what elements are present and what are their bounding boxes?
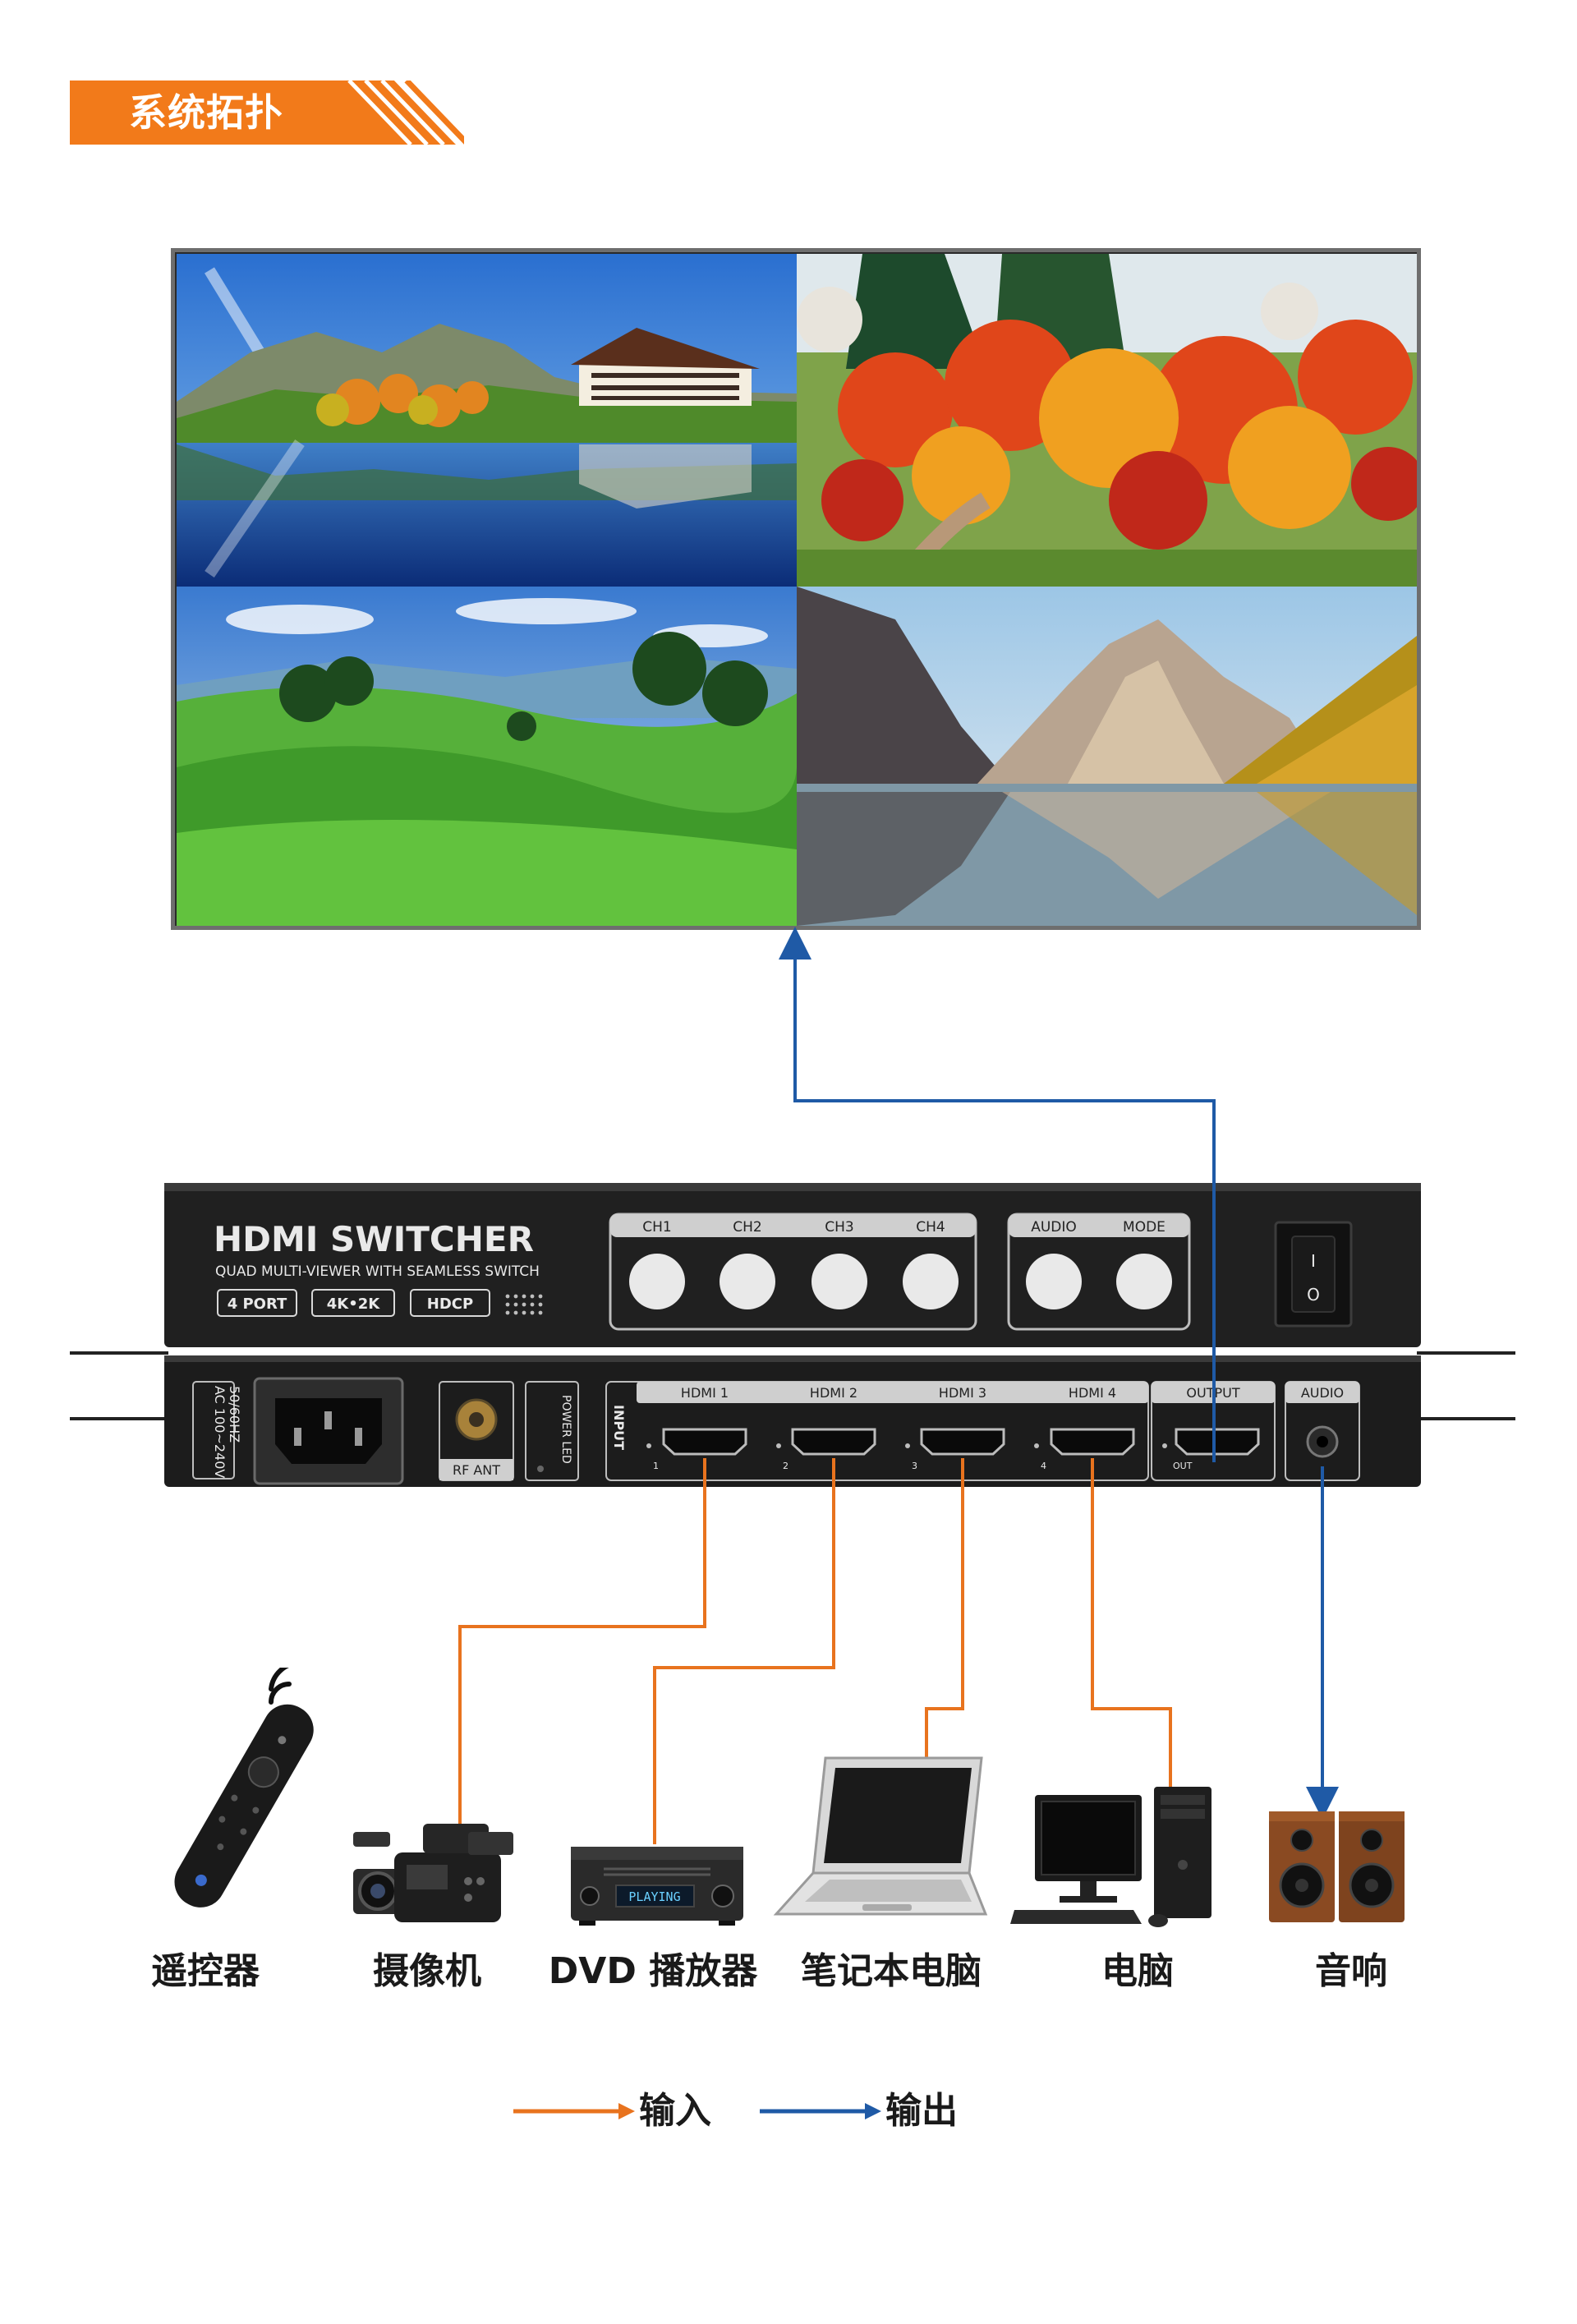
hdmi2-label: HDMI 2 bbox=[810, 1385, 857, 1401]
hdmi4-label: HDMI 4 bbox=[1069, 1385, 1116, 1401]
quad-view-display bbox=[171, 248, 1421, 930]
ch2-button[interactable] bbox=[720, 1254, 775, 1309]
hdmi4-port[interactable] bbox=[1050, 1428, 1135, 1456]
mode-button[interactable] bbox=[1116, 1254, 1172, 1309]
brand-title: HDMI SWITCHER bbox=[214, 1219, 534, 1259]
power-rating-line1: AC 100~240V bbox=[212, 1386, 228, 1478]
ch3-label: CH3 bbox=[825, 1219, 853, 1236]
rf-ant-label: RF ANT bbox=[453, 1462, 500, 1478]
audio-out-label: AUDIO bbox=[1301, 1385, 1344, 1401]
input-number-1: 1 bbox=[653, 1461, 659, 1471]
ch3-button[interactable] bbox=[811, 1254, 867, 1309]
legend-input-label: 输入 bbox=[639, 2090, 711, 2132]
page-title: 系统拓扑 bbox=[129, 90, 283, 135]
badge-hdcp: HDCP bbox=[427, 1295, 473, 1313]
desktop-computer-icon bbox=[1010, 1787, 1211, 1927]
title-banner bbox=[70, 81, 464, 145]
autumn-forest-image bbox=[797, 254, 1417, 587]
input-number-2: 2 bbox=[783, 1461, 788, 1471]
input-number-3: 3 bbox=[912, 1461, 917, 1471]
label-remote-control: 遥控器 bbox=[151, 1950, 260, 1992]
hdmi1-label: HDMI 1 bbox=[681, 1385, 729, 1401]
ch1-label: CH1 bbox=[642, 1219, 671, 1236]
green-hills-image bbox=[177, 587, 797, 926]
laptop-icon bbox=[773, 1756, 988, 1916]
dvd-player-icon: PLAYING bbox=[571, 1847, 743, 1926]
label-dvd-player: DVD 播放器 bbox=[548, 1950, 758, 1992]
label-camera: 摄像机 bbox=[373, 1950, 481, 1992]
mountain-lake-image bbox=[797, 587, 1417, 926]
speakers-icon bbox=[1269, 1811, 1405, 1922]
ch4-button[interactable] bbox=[903, 1254, 959, 1309]
audio-button-label: AUDIO bbox=[1031, 1219, 1077, 1236]
hdmi3-label: HDMI 3 bbox=[939, 1385, 986, 1401]
label-speakers: 音响 bbox=[1315, 1950, 1387, 1992]
hdmi-output-port[interactable] bbox=[1175, 1428, 1260, 1456]
audio-button[interactable] bbox=[1026, 1254, 1082, 1309]
dvd-display-text: PLAYING bbox=[628, 1889, 680, 1904]
ch4-label: CH4 bbox=[916, 1219, 945, 1236]
input-label: INPUT bbox=[611, 1405, 627, 1450]
video-camera-icon bbox=[353, 1824, 513, 1922]
output-port-label: OUT bbox=[1173, 1461, 1193, 1471]
dvd-input-line bbox=[653, 1458, 835, 1844]
ch2-label: CH2 bbox=[733, 1219, 761, 1236]
output-to-display-line bbox=[779, 927, 1216, 1462]
mode-button-label: MODE bbox=[1123, 1219, 1166, 1236]
brand-subtitle: QUAD MULTI-VIEWER WITH SEAMLESS SWITCH bbox=[215, 1263, 540, 1280]
legend-output-arrow bbox=[760, 2103, 881, 2119]
ch1-button[interactable] bbox=[629, 1254, 685, 1309]
input-number-4: 4 bbox=[1041, 1461, 1046, 1471]
label-computer: 电脑 bbox=[1101, 1950, 1174, 1992]
badge-4-port: 4 PORT bbox=[228, 1295, 287, 1313]
computer-input-line bbox=[1091, 1458, 1172, 1791]
power-led bbox=[537, 1466, 544, 1472]
hdmi3-port[interactable] bbox=[920, 1428, 1005, 1456]
label-laptop: 笔记本电脑 bbox=[801, 1950, 982, 1992]
legend-output-label: 输出 bbox=[885, 2090, 958, 2132]
hdmi1-port[interactable] bbox=[662, 1428, 747, 1456]
camera-input-line bbox=[458, 1458, 706, 1824]
remote-control-icon bbox=[174, 1668, 314, 1908]
power-switch-on: I bbox=[1311, 1251, 1316, 1271]
legend-input-arrow bbox=[513, 2103, 635, 2119]
power-led-label: POWER LED bbox=[559, 1395, 572, 1464]
landscape-lake-hotel-image bbox=[177, 254, 797, 587]
hdmi2-port[interactable] bbox=[791, 1428, 876, 1456]
badge-4k2k: 4K•2K bbox=[327, 1295, 381, 1313]
power-rating-line2: 50/60HZ bbox=[227, 1386, 242, 1443]
laptop-input-line bbox=[925, 1458, 964, 1762]
power-switch-off: O bbox=[1307, 1285, 1320, 1305]
